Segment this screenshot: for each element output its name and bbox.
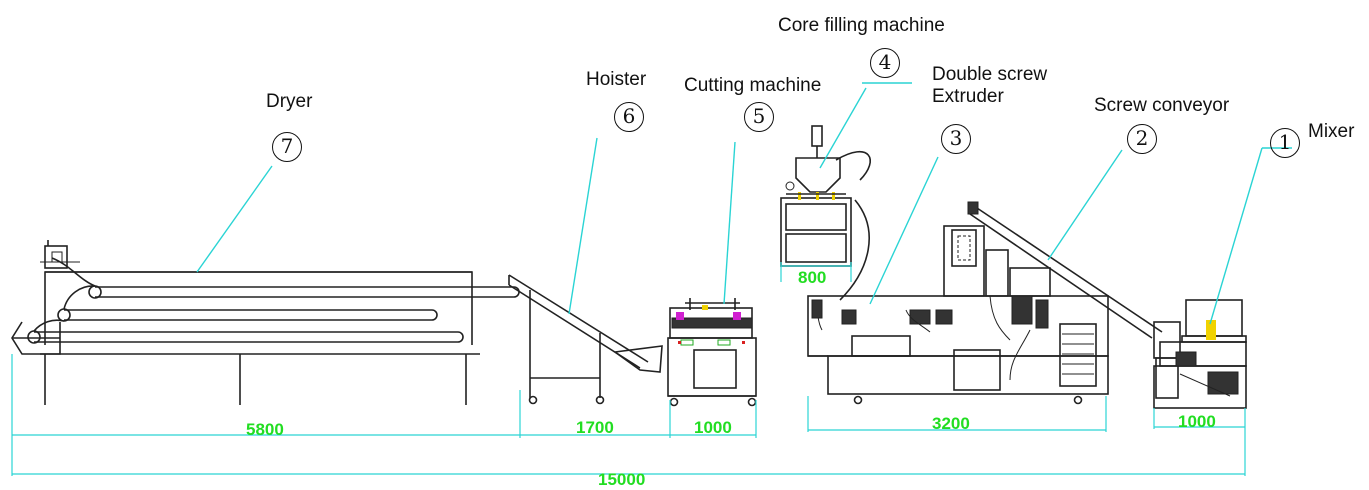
number-circle-1: 1 [1270,128,1300,158]
label-screw-conveyor: Screw conveyor [1094,95,1230,116]
hoister-machine [508,274,663,405]
dryer-machine [11,240,520,405]
dimension-extruder: 3200 [932,414,970,433]
label-extruder-line2: Extruder [932,86,1004,107]
label-hoister: Hoister [586,69,647,90]
number-circle-2: 2 [1127,124,1157,154]
number-circle-4: 4 [870,48,900,78]
number-circle-5: 5 [744,102,774,132]
dimension-dryer: 5800 [246,420,284,439]
screw-conveyor-machine [967,201,1181,399]
number-circle-6: 6 [614,102,644,132]
mixer-machine [1153,299,1247,409]
leader-lines [196,82,1292,325]
dimension-core-filling: 800 [798,268,827,287]
dimension-total: 15000 [598,470,646,489]
label-mixer: Mixer [1308,121,1355,142]
cutting-machine [667,298,757,407]
label-dryer: Dryer [266,91,313,112]
double-screw-extruder-machine [807,225,1109,405]
dimension-hoister: 1700 [576,418,614,437]
dimension-cutting: 1000 [694,418,732,437]
core-filling-machine [780,125,871,301]
label-extruder-line1: Double screw [932,64,1048,85]
number-circle-3: 3 [941,124,971,154]
label-cutting-machine: Cutting machine [684,75,822,96]
dimension-lines [11,262,1246,476]
number-circle-7: 7 [272,132,302,162]
label-double-screw-extruder: Double screw Extruder [932,64,1047,108]
dimension-mixer: 1000 [1178,412,1216,431]
label-core-filling-machine: Core filling machine [778,15,945,36]
